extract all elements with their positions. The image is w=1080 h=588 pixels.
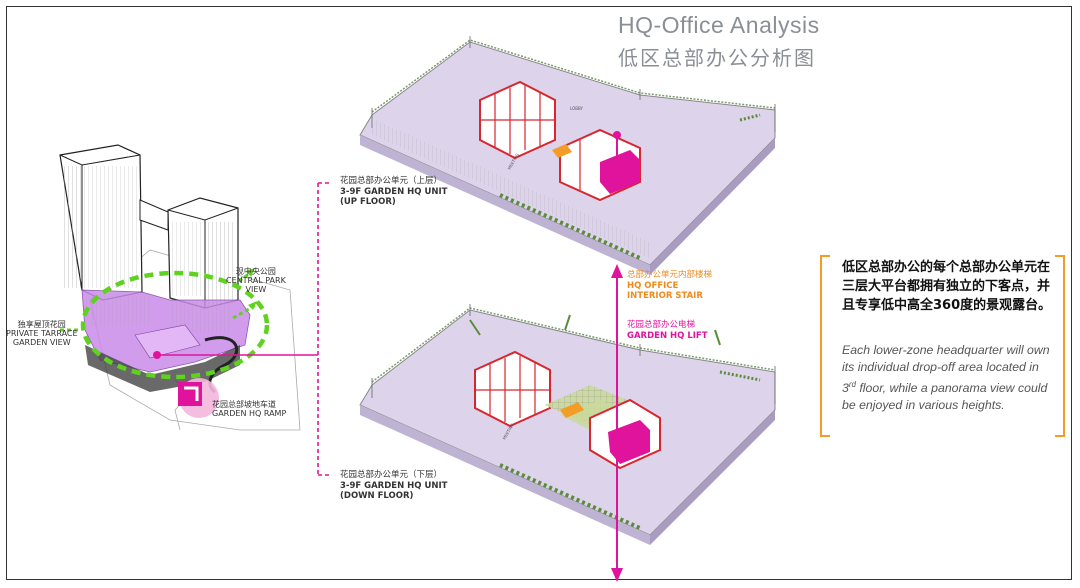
description-chinese: 低区总部办公的每个总部办公单元在三层大平台都拥有独立的下客点，并且专享低中高全3… — [842, 260, 1052, 313]
up-floor-unit-label: 花园总部办公单元（上层） 3-9F GARDEN HQ UNIT (UP FLO… — [340, 176, 448, 207]
bracket-right — [1055, 255, 1065, 437]
lower-lift-core — [608, 420, 650, 464]
description-english: Each lower-zone headquarter will own its… — [842, 343, 1050, 413]
private-terrace-label: 独享屋顶花园 PRIVATE TARRACE GARDEN VIEW — [6, 320, 78, 347]
ramp-label: 花园总部坡地车道 GARDEN HQ RAMP — [212, 400, 287, 418]
lift-arrow — [611, 264, 623, 582]
hq-lift-label: 花园总部办公电梯 GARDEN HQ LIFT — [627, 320, 708, 341]
lower-stair — [560, 402, 584, 418]
svg-text:LOBBY: LOBBY — [570, 106, 584, 111]
upper-floor-plan: MEETING LOBBY — [359, 36, 776, 275]
central-park-label: 现中央公园 CENTRAL PARK VIEW — [226, 267, 286, 294]
down-floor-unit-label: 花园总部办公单元（下层） 3-9F GARDEN HQ UNIT (DOWN F… — [340, 470, 448, 501]
interior-stair-label: 总部办公单元内部楼梯 HQ OFFICE INTERIOR STAIR — [627, 270, 713, 301]
title-chinese: 低区总部办公分析图 — [618, 46, 816, 70]
green-view-ellipse — [80, 270, 270, 380]
title-english: HQ-Office Analysis — [618, 12, 820, 38]
lower-floor-plan: MEETING — [359, 304, 776, 545]
unit-connectors — [317, 182, 332, 476]
upper-lift-core — [600, 150, 640, 194]
tower-massing-model — [59, 144, 318, 431]
outer-frame — [6, 6, 1072, 580]
bracket-left — [820, 255, 830, 437]
upper-stair — [552, 144, 572, 158]
